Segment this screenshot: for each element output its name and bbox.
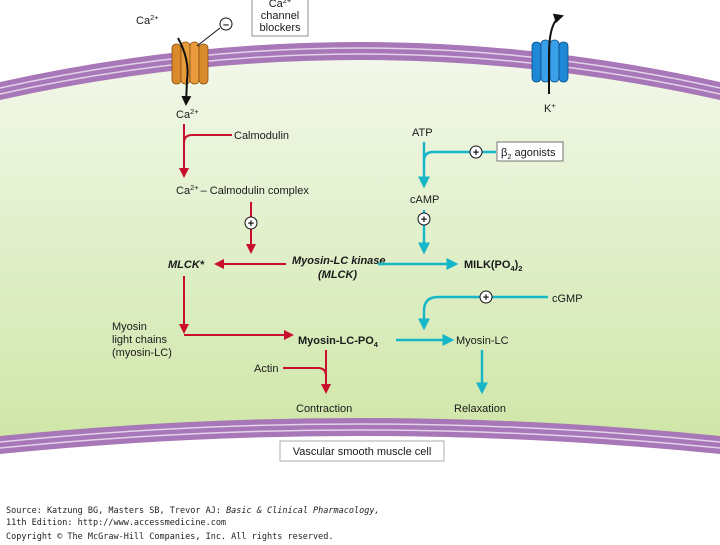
label-actin: Actin: [254, 363, 278, 375]
label-camp: cAMP: [410, 194, 439, 206]
label-myosin-lc-po4: Myosin-LC-PO4: [298, 335, 379, 349]
potassium-efflux-arrow: [548, 13, 564, 94]
cytoplasm: [0, 55, 720, 440]
label-cgmp: cGMP: [552, 293, 583, 305]
b2-agonists-box: [496, 141, 564, 162]
actin-join: [283, 367, 327, 377]
label-relaxation: Relaxation: [454, 403, 506, 415]
source-line-2: 11th Edition: http://www.accessmedicine.…: [6, 518, 227, 528]
cgmp-activation-arrow: [418, 295, 548, 331]
label-contraction: Contraction: [296, 403, 352, 415]
bottom-membrane: [0, 418, 720, 454]
label-calmodulin: Calmodulin: [234, 130, 289, 142]
plus-sign-b2: +: [473, 147, 479, 159]
source-line-3: Copyright © The McGraw-Hill Companies, I…: [6, 532, 334, 542]
label-atp: ATP: [412, 127, 433, 139]
calmodulin-join: [183, 134, 232, 144]
activate-circle-b2: [469, 145, 483, 159]
activate-circle-camp: [417, 212, 431, 226]
agonist-arrow: [422, 150, 496, 162]
label-myosin-2: light chains: [112, 334, 168, 346]
label-ca-inside: Ca2+: [176, 107, 199, 121]
activate-circle-cgmp: [479, 290, 493, 304]
label-mlck-line2: (MLCK): [318, 269, 357, 281]
label-myosin-lc: Myosin-LC: [456, 335, 509, 347]
plus-sign-cgmp: +: [483, 292, 489, 304]
label-cell: Vascular smooth muscle cell: [293, 446, 432, 458]
blocker-line1: Ca2+: [269, 0, 292, 10]
label-milk-po4: MILK(PO4)2: [464, 259, 522, 273]
source-line-1: Source: Katzung BG, Masters SB, Trevor A…: [6, 506, 380, 516]
cell-label-box: [279, 440, 445, 462]
plus-sign-1: +: [248, 218, 254, 230]
calcium-influx-arrow: [177, 37, 192, 106]
inhibit-sign: –: [223, 19, 229, 31]
label-ca-outside: Ca2+: [136, 13, 159, 27]
blocker-line3: blockers: [260, 22, 301, 34]
blocker-line: [196, 27, 221, 47]
plus-sign-camp: +: [421, 214, 427, 226]
label-k-plus: K+: [544, 101, 556, 115]
label-mlck-star: MLCK*: [168, 259, 205, 271]
activate-circle-1: [244, 216, 258, 230]
label-mlck-line1: Myosin-LC kinase: [292, 255, 386, 267]
inhibit-circle: [219, 17, 233, 31]
label-myosin-1: Myosin: [112, 321, 147, 333]
calcium-channel-icon: [171, 41, 209, 85]
channel-blockers-box: [251, 0, 309, 37]
label-myosin-3: (myosin-LC): [112, 347, 172, 359]
potassium-channel-icon: [531, 39, 569, 83]
blocker-line2: channel: [261, 10, 300, 22]
label-complex: Ca2+– Calmodulin complex: [176, 183, 309, 197]
